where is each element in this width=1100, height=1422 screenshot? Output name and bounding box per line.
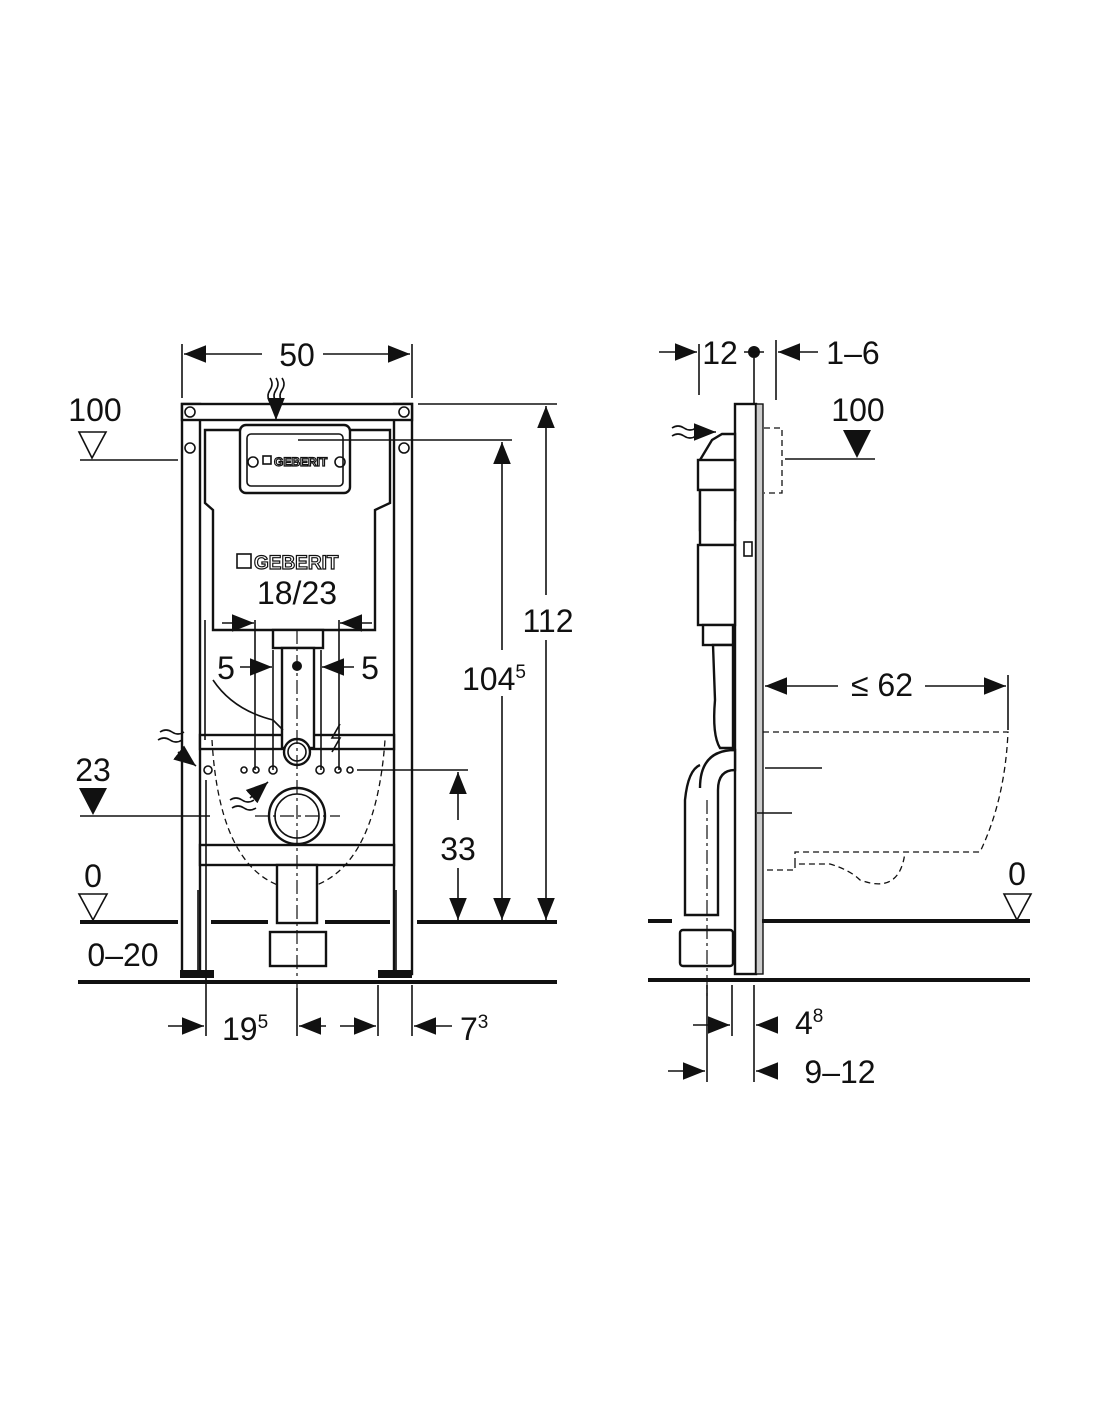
side-frame xyxy=(678,402,822,1000)
bowl-projection-dimension: ≤ 62 xyxy=(765,667,1009,730)
side-level-100-label: 100 xyxy=(831,392,884,428)
side-floor-level-marker: 0 xyxy=(1002,856,1033,922)
clearance-right-label: 5 xyxy=(361,650,379,686)
cistern: GEBERIT GEBERIT 18/23 xyxy=(203,423,392,767)
side-level-0-label: 0 xyxy=(1008,856,1026,892)
width-dimension: 50 xyxy=(181,337,413,398)
flush-plate-logo: GEBERIT xyxy=(274,455,328,469)
height-33-label: 33 xyxy=(440,831,476,867)
side-drain-offset-label: 9–12 xyxy=(804,1054,875,1090)
side-water-supply-icon xyxy=(671,425,697,439)
wall-offset-label: 48 xyxy=(795,1005,823,1041)
foot-offset-label: 73 xyxy=(460,1011,488,1047)
level-23-label: 23 xyxy=(75,752,111,788)
water-supply-icon xyxy=(157,377,285,811)
height-104-label: 1045 xyxy=(462,661,526,697)
height-104-dimension: 1045 xyxy=(298,439,526,920)
level-0-label: 0 xyxy=(84,858,102,894)
bottom-wall-offset-dimensions: 48 9–12 xyxy=(668,985,876,1090)
side-flush-plate-level-marker: 100 xyxy=(785,392,885,460)
height-112-label: 112 xyxy=(522,603,573,639)
floor-build-up-label: 0–20 xyxy=(87,937,158,973)
plate-projection-label: 1–6 xyxy=(826,335,879,371)
cistern-volume-label: 18/23 xyxy=(257,575,337,611)
top-depth-dimensions: 12 1–6 xyxy=(659,335,880,404)
bowl-projection-label: ≤ 62 xyxy=(851,667,913,703)
electric-icon xyxy=(330,723,342,753)
side-view: 12 1–6 100 xyxy=(648,335,1033,1090)
wc-bowl-outline xyxy=(763,731,1009,885)
flush-plate-level-marker: 100 xyxy=(68,392,178,461)
front-view: 50 GEBERIT GEBERIT 18/23 xyxy=(68,337,573,1047)
height-112-dimension: 112 xyxy=(418,403,574,920)
cistern-logo: GEBERIT xyxy=(254,553,339,574)
clearance-left-label: 5 xyxy=(217,650,235,686)
level-100-label: 100 xyxy=(68,392,121,428)
floor-level-marker: 0 xyxy=(77,858,109,922)
height-33-dimension: 33 xyxy=(357,769,476,920)
drain-offset-label: 195 xyxy=(222,1011,268,1047)
mounting-holes xyxy=(203,765,354,775)
side-clearance-dimension: 5 5 xyxy=(217,614,379,770)
drain-level-marker: 23 xyxy=(75,752,210,817)
width-label: 50 xyxy=(279,337,315,373)
bottom-offset-dimensions: 195 73 xyxy=(168,780,488,1047)
depth-12-label: 12 xyxy=(702,335,738,371)
